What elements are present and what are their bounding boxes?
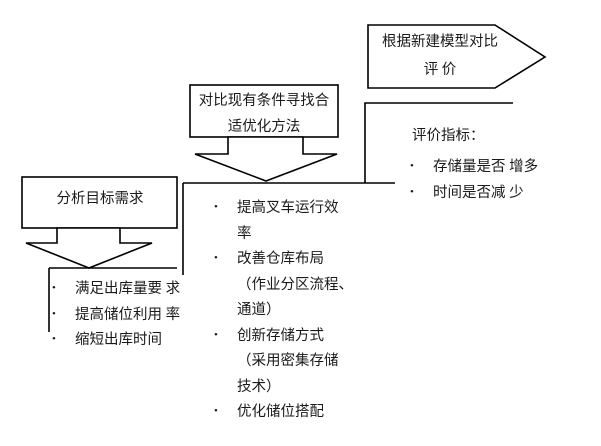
pentagon-arrow-shape[interactable]	[367, 24, 547, 89]
pentagon-arrow-label: 根据新建模型对比评 价	[382, 34, 498, 78]
mid-box-label: 对比现有条件寻找合 适优化方法	[198, 93, 330, 135]
list-item: 时间是否减 少	[400, 180, 550, 207]
left-bullet-list: 满足出库量要 求 提高储位利用 率 缩短出库时间	[42, 276, 192, 354]
right-bullet-list: 存储量是否 增多 时间是否减 少	[400, 154, 550, 207]
list-item: 优化储位搭配	[204, 399, 354, 426]
mid-box-shape[interactable]	[189, 84, 339, 138]
left-box-shape[interactable]	[21, 176, 178, 229]
evaluation-heading: 评价指标：	[412, 128, 485, 144]
left-down-arrow-shape	[25, 227, 153, 269]
list-item: 提高储位利用 率	[42, 302, 192, 329]
left-box-label: 分析目标需求	[56, 191, 144, 207]
mid-down-arrow-shape	[194, 136, 338, 182]
list-item: 存储量是否 增多	[400, 154, 550, 181]
list-item: 满足出库量要 求	[42, 276, 192, 303]
mid-bullet-list: 提高叉车运行效 率 改善仓库布局 （作业分区流程、 通道） 创新存储方式 （采用…	[204, 195, 354, 426]
connector-mid-to-title	[364, 102, 513, 183]
list-item: 提高叉车运行效 率	[204, 195, 354, 247]
list-item: 缩短出库时间	[42, 327, 192, 354]
list-item: 创新存储方式 （采用密集存储 技术）	[204, 323, 354, 401]
list-item: 改善仓库布局 （作业分区流程、 通道）	[204, 246, 354, 324]
